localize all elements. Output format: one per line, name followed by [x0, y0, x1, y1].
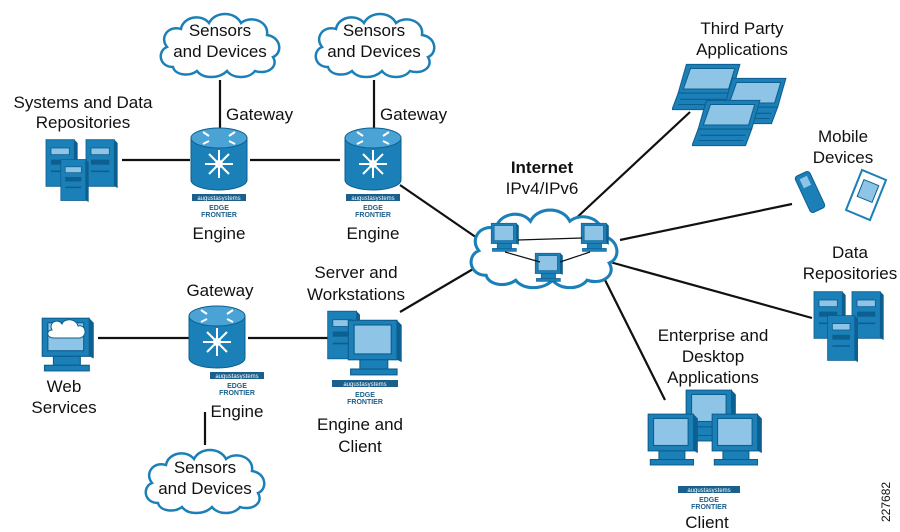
brand-edge: EDGE: [227, 383, 247, 390]
server-workstations: Server and Workstations augustasystems E…: [307, 263, 405, 456]
cloud-label: Sensors: [189, 21, 251, 40]
enterprise-desktop-applications: Enterprise and Desktop Applications augu…: [647, 326, 769, 532]
node-label: Devices: [813, 148, 873, 167]
node-label: Server and: [314, 263, 397, 282]
data-repositories: Data Repositories: [803, 243, 898, 363]
node-label: Repositories: [803, 264, 898, 283]
cloud-icon: [47, 319, 86, 339]
internet-sublabel: IPv4/IPv6: [506, 179, 579, 198]
cloud-label: Sensors: [174, 458, 236, 477]
cloud-label: Sensors: [343, 21, 405, 40]
brand-edge: EDGE: [363, 205, 383, 212]
node-label: Workstations: [307, 285, 405, 304]
brand-bar: [210, 372, 264, 379]
brand-edge: EDGE: [355, 392, 375, 399]
internet-cloud: Internet IPv4/IPv6: [469, 158, 619, 290]
systems-data-repositories: Systems and Data Repositories: [14, 93, 153, 202]
gateway-engine-2: Gateway augustasystems EDGE FRONTIER Eng…: [343, 105, 448, 243]
sensors-cloud-3: Sensors and Devices: [144, 448, 266, 515]
node-label: Systems and Data: [14, 93, 153, 112]
node-label: Client: [685, 513, 729, 532]
mobile-devices: Mobile Devices: [794, 127, 888, 222]
gateway-label: Gateway: [380, 105, 448, 124]
mobile-devices-icon: [794, 168, 888, 222]
workstation-icon: [647, 413, 699, 466]
router-icon: [343, 126, 403, 192]
cloud-label: and Devices: [173, 42, 267, 61]
node-label: Third Party: [700, 19, 784, 38]
gateway-label: Gateway: [186, 281, 254, 300]
connections: [98, 80, 813, 445]
cloud-label: and Devices: [327, 42, 421, 61]
brand-augusta: augustasystems: [687, 488, 730, 494]
brand-bar: [346, 194, 400, 201]
router-icon: [187, 304, 247, 370]
brand-bar: [678, 486, 740, 493]
node-label: Applications: [696, 40, 788, 59]
brand-edge: EDGE: [699, 497, 719, 504]
node-label: Data: [832, 243, 868, 262]
sensors-cloud-1: Sensors and Devices: [159, 12, 281, 79]
node-label: Web: [47, 377, 82, 396]
internet-label: Internet: [511, 158, 574, 177]
brand-edge: EDGE: [209, 205, 229, 212]
cloud-label: and Devices: [158, 479, 252, 498]
node-label: Applications: [667, 368, 759, 387]
engine-label: Engine: [347, 224, 400, 243]
engine-label: Engine: [211, 402, 264, 421]
brand-augusta: augustasystems: [351, 196, 394, 202]
brand-frontier: FRONTIER: [355, 212, 391, 219]
brand-frontier: FRONTIER: [219, 390, 255, 397]
web-services: Web Services: [31, 317, 97, 417]
brand-frontier: FRONTIER: [691, 504, 727, 511]
server-tower-icon: [826, 314, 858, 363]
figure-id: 227682: [879, 482, 893, 522]
router-icon: [189, 126, 249, 192]
workstation-icon: [711, 413, 763, 466]
node-label: Repositories: [36, 113, 131, 132]
brand-bar: [332, 380, 398, 387]
server-tower-icon: [59, 158, 90, 202]
brand-augusta: augustasystems: [197, 196, 240, 202]
node-label: Mobile: [818, 127, 868, 146]
workstation-icon: [347, 319, 403, 376]
node-label: Client: [338, 437, 382, 456]
engine-label: Engine: [193, 224, 246, 243]
gateway-engine-3: Gateway augustasystems EDGE FRONTIER Eng…: [186, 281, 264, 421]
sensors-cloud-2: Sensors and Devices: [314, 12, 436, 79]
brand-frontier: FRONTIER: [347, 399, 383, 406]
third-party-applications: Third Party Applications: [672, 19, 788, 147]
node-label: Enterprise and: [658, 326, 769, 345]
brand-frontier: FRONTIER: [201, 212, 237, 219]
brand-bar: [192, 194, 246, 201]
node-label: Desktop: [682, 347, 744, 366]
gateway-engine-1: Gateway augustasystems EDGE FRONTIER Eng…: [189, 105, 294, 243]
brand-augusta: augustasystems: [343, 382, 386, 388]
node-label: Engine and: [317, 415, 403, 434]
server-tower-icon: [85, 138, 118, 188]
brand-augusta: augustasystems: [215, 374, 258, 380]
node-label: Services: [31, 398, 96, 417]
gateway-label: Gateway: [226, 105, 294, 124]
